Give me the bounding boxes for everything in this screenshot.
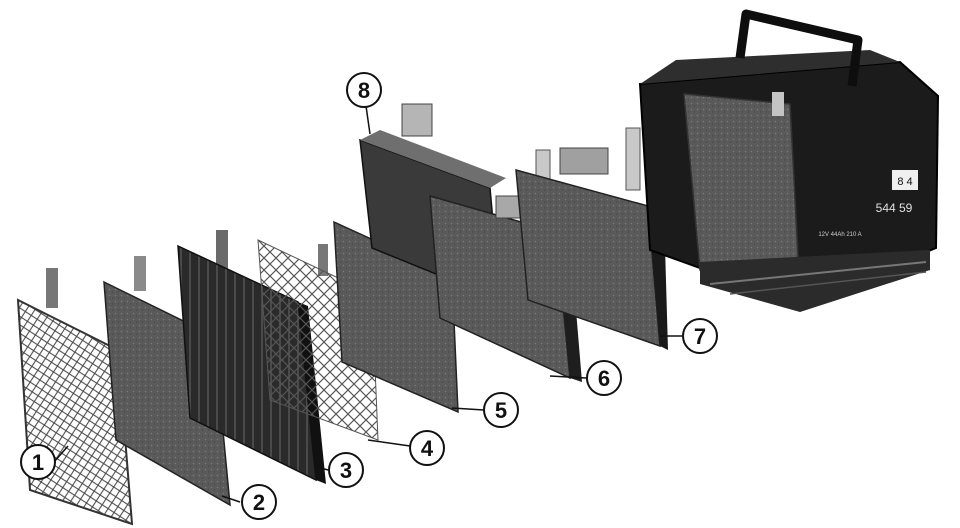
callout-2: 2 bbox=[241, 484, 277, 520]
callout-1: 1 bbox=[20, 444, 56, 480]
leader-line-5 bbox=[451, 407, 485, 411]
battery-code-top: 8 4 bbox=[897, 176, 912, 188]
callout-7-label: 7 bbox=[694, 324, 706, 349]
callout-3: 3 bbox=[328, 452, 364, 488]
callout-1-label: 1 bbox=[32, 450, 44, 475]
callout-8: 8 bbox=[346, 72, 382, 108]
callout-4-label: 4 bbox=[421, 436, 434, 461]
callout-5: 5 bbox=[483, 392, 519, 428]
leader-line-3 bbox=[313, 465, 329, 471]
callout-6: 6 bbox=[586, 360, 622, 396]
callout-6-label: 6 bbox=[598, 366, 610, 391]
callout-4: 4 bbox=[409, 430, 445, 466]
callout-3-label: 3 bbox=[340, 458, 352, 483]
leader-line-2 bbox=[221, 495, 241, 503]
leader-line-6 bbox=[549, 375, 587, 379]
carry-handle bbox=[735, 9, 863, 87]
battery-code-box bbox=[892, 170, 918, 190]
leader-line-8 bbox=[365, 105, 371, 135]
battery-code-main: 544 59 bbox=[876, 201, 913, 215]
callout-5-label: 5 bbox=[495, 398, 507, 423]
battery-spec-text: 12V 44Ah 210 A bbox=[818, 232, 861, 238]
leader-line-4 bbox=[367, 439, 411, 447]
battery-housing: 8 4 544 59 12V 44Ah 210 A bbox=[638, 9, 940, 312]
leader-line-1 bbox=[53, 445, 69, 463]
leader-lines bbox=[53, 105, 682, 503]
callout-8-label: 8 bbox=[358, 78, 370, 103]
callout-7: 7 bbox=[682, 318, 718, 354]
terminal-post bbox=[772, 92, 784, 116]
callout-2-label: 2 bbox=[253, 490, 265, 515]
